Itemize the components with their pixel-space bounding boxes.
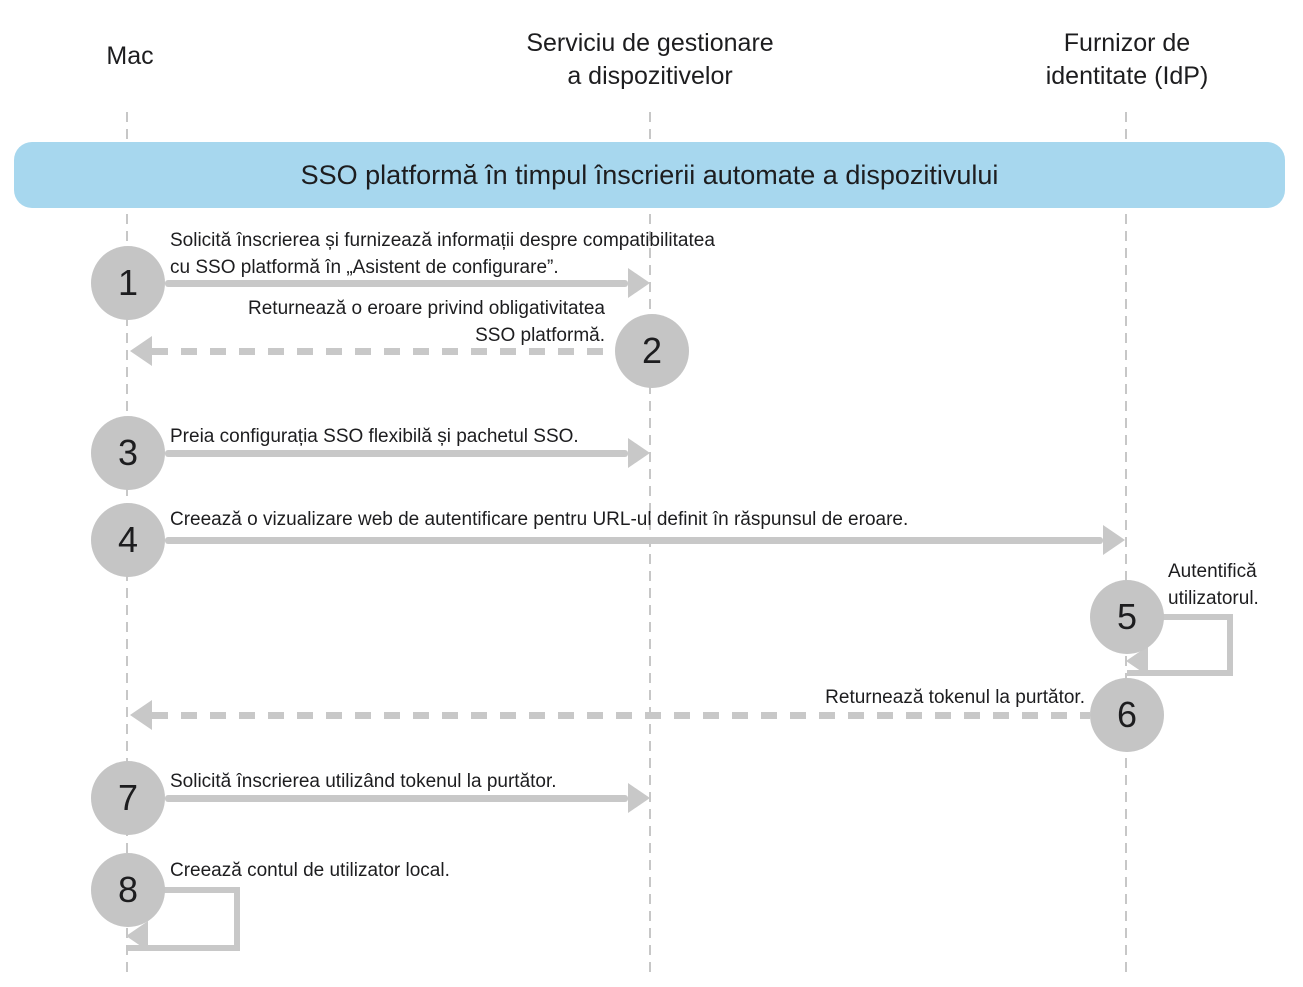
step-7-message: Solicită înscrierea utilizând tokenul la… <box>170 771 557 792</box>
step-4-arrow <box>165 537 1103 544</box>
step-8-message: Creează contul de utilizator local. <box>170 860 450 881</box>
step-2-badge: 2 <box>615 314 689 388</box>
actor-label-mac: Mac <box>106 42 154 70</box>
step-6-message: Returnează tokenul la purtător. <box>825 687 1085 708</box>
lifeline-idp <box>1125 112 1127 976</box>
step-5-badge: 5 <box>1090 580 1164 654</box>
step-1-badge: 1 <box>91 246 165 320</box>
step-7-arrowhead-right-icon <box>628 783 650 813</box>
step-6-arrowhead-left-icon <box>130 700 152 730</box>
step-3-message: Preia configurația SSO flexibilă și pach… <box>170 426 579 447</box>
step-4-arrowhead-right-icon <box>1103 525 1125 555</box>
step-5-message: Autentifică utilizatorul. <box>1168 561 1259 609</box>
actor-label-mdm-service: Serviciu de gestionare a dispozitivelor <box>526 29 774 90</box>
step-6-arrow <box>152 712 1090 719</box>
step-4-message: Creează o vizualizare web de autentifica… <box>170 509 909 530</box>
actor-label-idp: Furnizor de identitate (IdP) <box>1045 29 1209 90</box>
step-3-badge: 3 <box>91 416 165 490</box>
step-5-self-loop <box>1127 614 1233 676</box>
phase-banner: SSO platformă în timpul înscrierii autom… <box>14 142 1285 208</box>
step-7-badge: 7 <box>91 761 165 835</box>
lifeline-mdm-service <box>649 112 651 976</box>
step-4-badge: 4 <box>91 503 165 577</box>
step-3-arrowhead-right-icon <box>628 438 650 468</box>
step-8-badge: 8 <box>91 853 165 927</box>
step-2-arrow <box>152 348 615 355</box>
step-1-message: Solicită înscrierea și furnizează inform… <box>170 230 715 278</box>
step-6-badge: 6 <box>1090 678 1164 752</box>
step-2-arrowhead-left-icon <box>130 336 152 366</box>
step-8-self-loop <box>128 887 240 951</box>
step-8-arrowhead-left-icon <box>126 921 148 951</box>
step-1-arrowhead-right-icon <box>628 268 650 298</box>
phase-banner-label: SSO platformă în timpul înscrierii autom… <box>300 159 999 190</box>
step-7-arrow <box>165 795 628 802</box>
step-1-arrow <box>165 280 628 287</box>
step-3-arrow <box>165 450 628 457</box>
step-2-message: Returnează o eroare privind obligativita… <box>248 298 605 346</box>
